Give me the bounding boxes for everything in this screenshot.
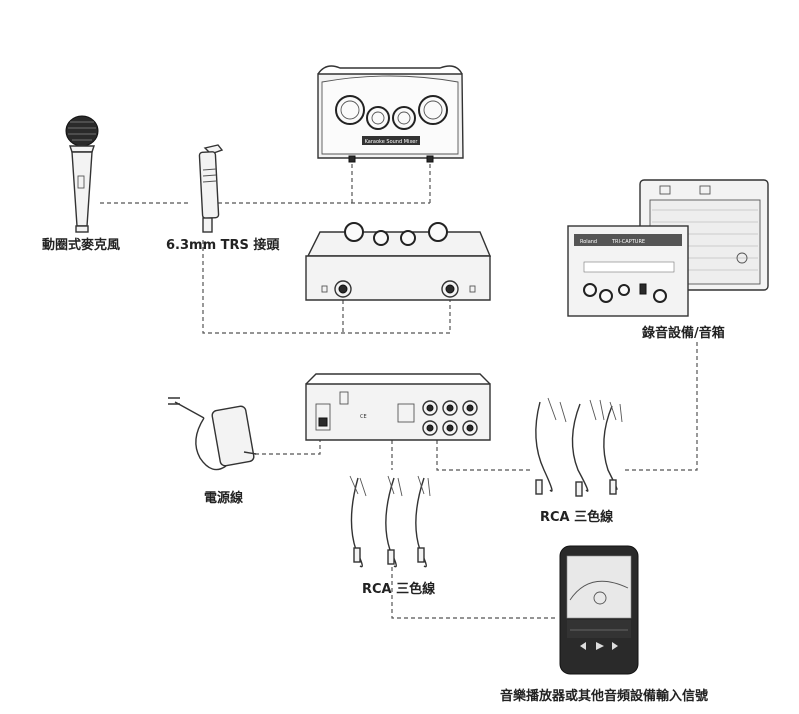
power-cable-label: 電源線 xyxy=(204,491,244,506)
rca-cable-right-label: RCA 三色線 xyxy=(540,510,614,525)
mixer-rear-illustration: CE xyxy=(305,373,491,441)
interface-brand-text: Roland xyxy=(580,239,597,245)
rca-cable-right-illustration xyxy=(535,397,623,497)
microphone-label: 動圈式麥克風 xyxy=(42,238,121,253)
rca-cable-bottom-label: RCA 三色線 xyxy=(362,582,436,597)
interface-model-text: TRI-CAPTURE xyxy=(611,239,645,245)
trs-adapter-label: 6.3mm TRS 接頭 xyxy=(166,238,280,253)
music-player-illustration xyxy=(559,545,639,675)
svg-text:CE: CE xyxy=(360,414,367,420)
mixer-inputs-illustration xyxy=(305,222,492,301)
recorder-speaker-label: 錄音設備/音箱 xyxy=(642,326,725,341)
trs-adapter-illustration xyxy=(198,144,224,233)
mixer-brand-text: Karaoke Sound Mixer xyxy=(365,139,419,145)
power-adapter-illustration xyxy=(168,397,257,471)
connection-lines xyxy=(100,160,698,619)
microphone-illustration xyxy=(65,115,99,233)
mixer-front-illustration: Karaoke Sound Mixer xyxy=(317,65,464,163)
player-input-label: 音樂播放器或其他音頻設備輸入信號 xyxy=(500,689,709,704)
rca-cable-bottom-illustration xyxy=(349,475,431,568)
recorder-speaker-illustration: Roland TRI-CAPTURE xyxy=(567,179,769,317)
